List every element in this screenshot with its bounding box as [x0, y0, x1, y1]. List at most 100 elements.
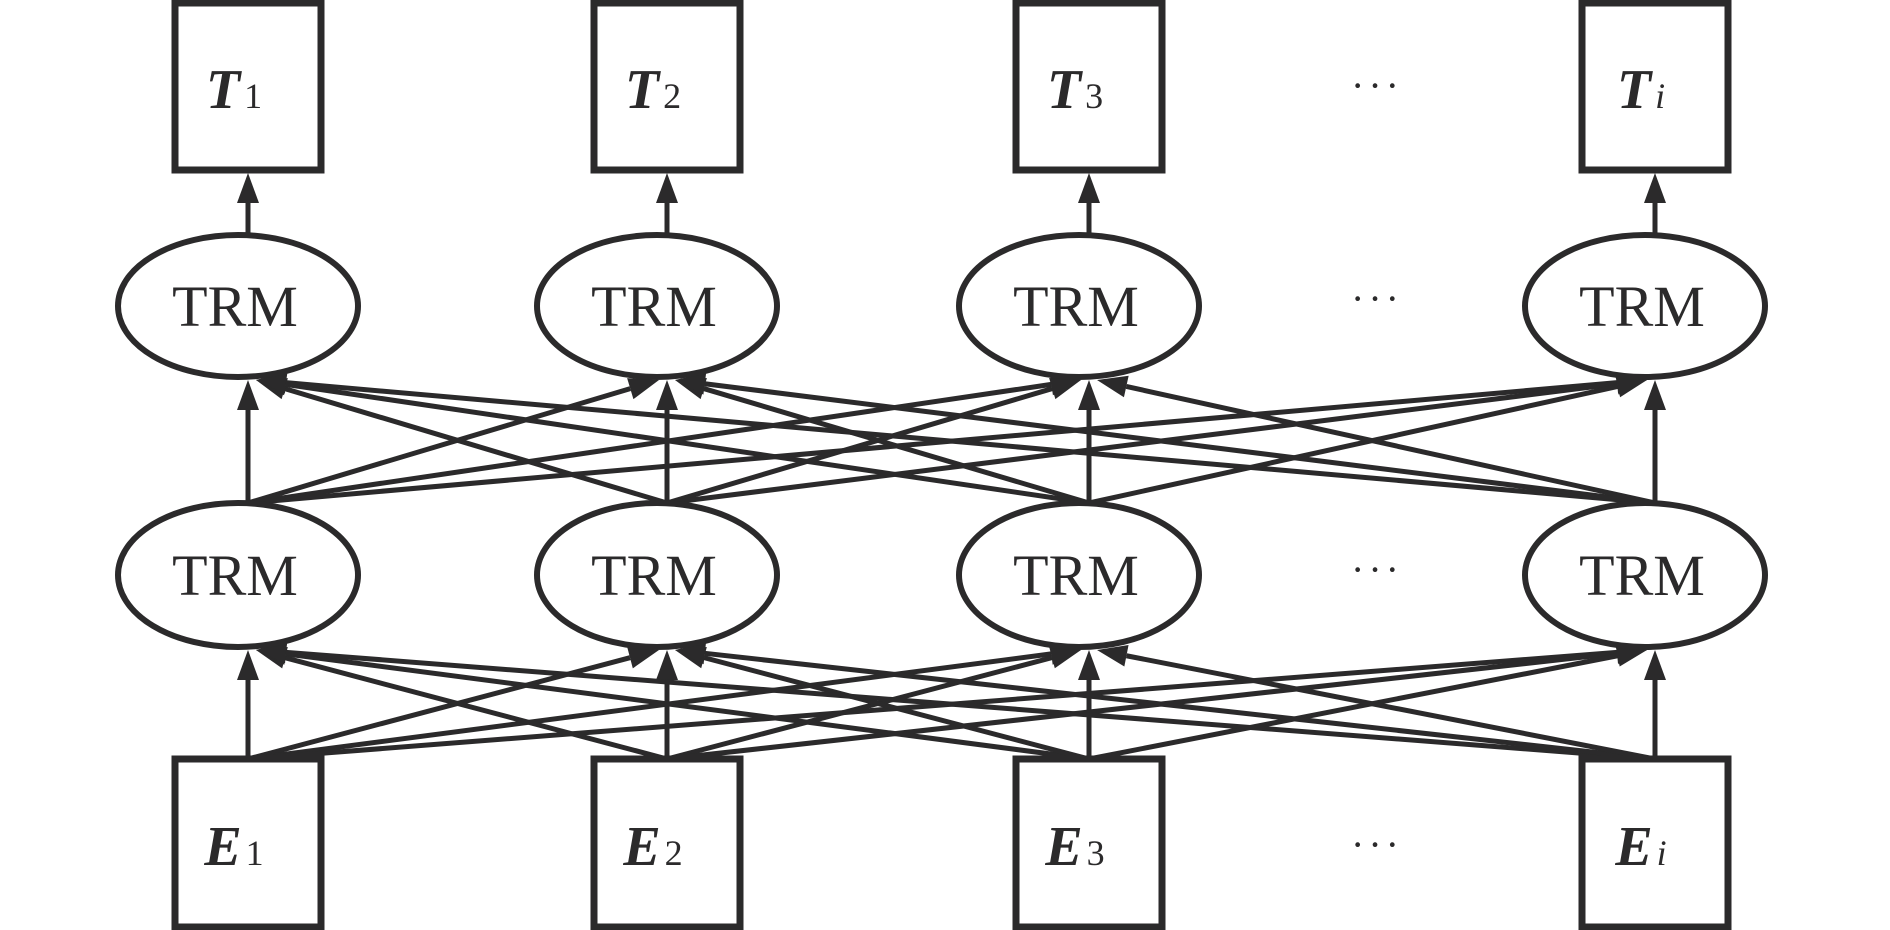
arrowhead-icon — [675, 642, 707, 665]
edge-line — [1088, 384, 1619, 506]
edge-e2-to-lower-trm3 — [666, 647, 1081, 762]
arrowhead-icon — [256, 371, 287, 394]
edge-lower-trm2-to-upper-trm2 — [656, 380, 678, 503]
edge-line — [704, 650, 1656, 762]
edge-line — [247, 381, 1052, 506]
trm-label: TRM — [591, 543, 717, 608]
trm-ellipse — [115, 500, 361, 650]
input-box — [1012, 755, 1166, 930]
edge-line — [1125, 653, 1656, 762]
edge-line — [247, 651, 1052, 762]
arrowhead-icon — [627, 647, 659, 669]
edge-e4-to-lower-trm3 — [1097, 644, 1656, 762]
arrowhead-icon — [627, 378, 659, 400]
edge-upper-trm1-to-t1 — [237, 173, 259, 235]
arrowhead-icon — [256, 641, 287, 664]
edge-line — [285, 381, 1090, 506]
edge-upper-trm4-to-t4 — [1644, 173, 1666, 235]
output-symbol: T — [206, 59, 243, 121]
edge-line — [703, 655, 1090, 762]
lower-trm-4: TRM — [1522, 500, 1768, 650]
arrowhead-icon — [1644, 650, 1666, 680]
edge-lower-trm4-to-upper-trm4 — [1644, 380, 1666, 503]
arrowhead-icon — [1078, 650, 1100, 680]
edge-line — [703, 386, 1090, 506]
edge-e4-to-lower-trm1 — [256, 641, 1656, 762]
input-symbol: E — [1044, 816, 1082, 878]
trm-ellipse — [115, 232, 361, 380]
input-symbol: E — [203, 816, 241, 878]
trm-ellipse — [534, 232, 780, 380]
edge-e4-to-lower-trm4 — [1644, 650, 1666, 759]
edges-layer — [237, 173, 1666, 762]
ellipsis-lower-trm-row: ··· — [1351, 547, 1403, 592]
edge-line — [666, 655, 1053, 762]
edge-line — [1125, 384, 1656, 506]
edge-line — [1088, 653, 1619, 762]
ellipsis-output-row: ··· — [1351, 63, 1403, 108]
trm-label: TRM — [172, 543, 298, 608]
arrowhead-icon — [1644, 380, 1666, 410]
arrowhead-icon — [1644, 173, 1666, 203]
input-symbol: E — [622, 816, 660, 878]
lower-trm-1: TRM — [115, 500, 361, 650]
ellipsis-layer: ··· ··· ··· ··· — [1351, 63, 1403, 867]
edge-line — [704, 381, 1656, 506]
arrowhead-icon — [1097, 375, 1129, 398]
output-subscript: 2 — [663, 76, 681, 116]
lower-trm-3: TRM — [956, 500, 1202, 650]
input-box — [590, 755, 744, 930]
upper-trm-3: TRM — [956, 232, 1202, 380]
edge-line — [285, 649, 1656, 762]
output-subscript: 3 — [1085, 76, 1103, 116]
edge-line — [247, 649, 1618, 762]
edge-lower-trm3-to-upper-trm4 — [1088, 375, 1647, 506]
edge-upper-trm2-to-t2 — [656, 173, 678, 235]
arrowhead-icon — [656, 173, 678, 203]
arrowhead-icon — [237, 380, 259, 410]
trm-label: TRM — [1579, 274, 1705, 339]
output-symbol: T — [1617, 59, 1654, 121]
arrowhead-icon — [656, 650, 678, 680]
edge-line — [666, 650, 1618, 762]
output-subscript: 1 — [244, 76, 262, 116]
trm-ellipse — [1522, 232, 1768, 380]
arrowhead-icon — [1615, 644, 1647, 667]
ellipsis-input-row: ··· — [1351, 822, 1403, 867]
edge-line — [666, 386, 1053, 506]
edge-e4-to-lower-trm2 — [675, 642, 1656, 762]
upper-trm-1: TRM — [115, 232, 361, 380]
arrowhead-icon — [1078, 380, 1100, 410]
input-subscript: 2 — [665, 833, 683, 873]
edge-lower-trm1-to-upper-trm1 — [237, 380, 259, 503]
edge-line — [247, 380, 1618, 506]
output-symbol: T — [625, 59, 662, 121]
arrowhead-icon — [1615, 375, 1647, 398]
arrowhead-icon — [1097, 644, 1129, 667]
edge-lower-trm4-to-upper-trm3 — [1097, 375, 1656, 506]
ellipsis-upper-trm-row: ··· — [1351, 276, 1403, 321]
edge-e3-to-lower-trm3 — [1078, 650, 1100, 759]
lower-trm-2: TRM — [534, 500, 780, 650]
input-subscript: i — [1657, 833, 1667, 873]
arrowhead-icon — [656, 380, 678, 410]
output-box — [171, 0, 325, 174]
output-box — [1012, 0, 1166, 174]
